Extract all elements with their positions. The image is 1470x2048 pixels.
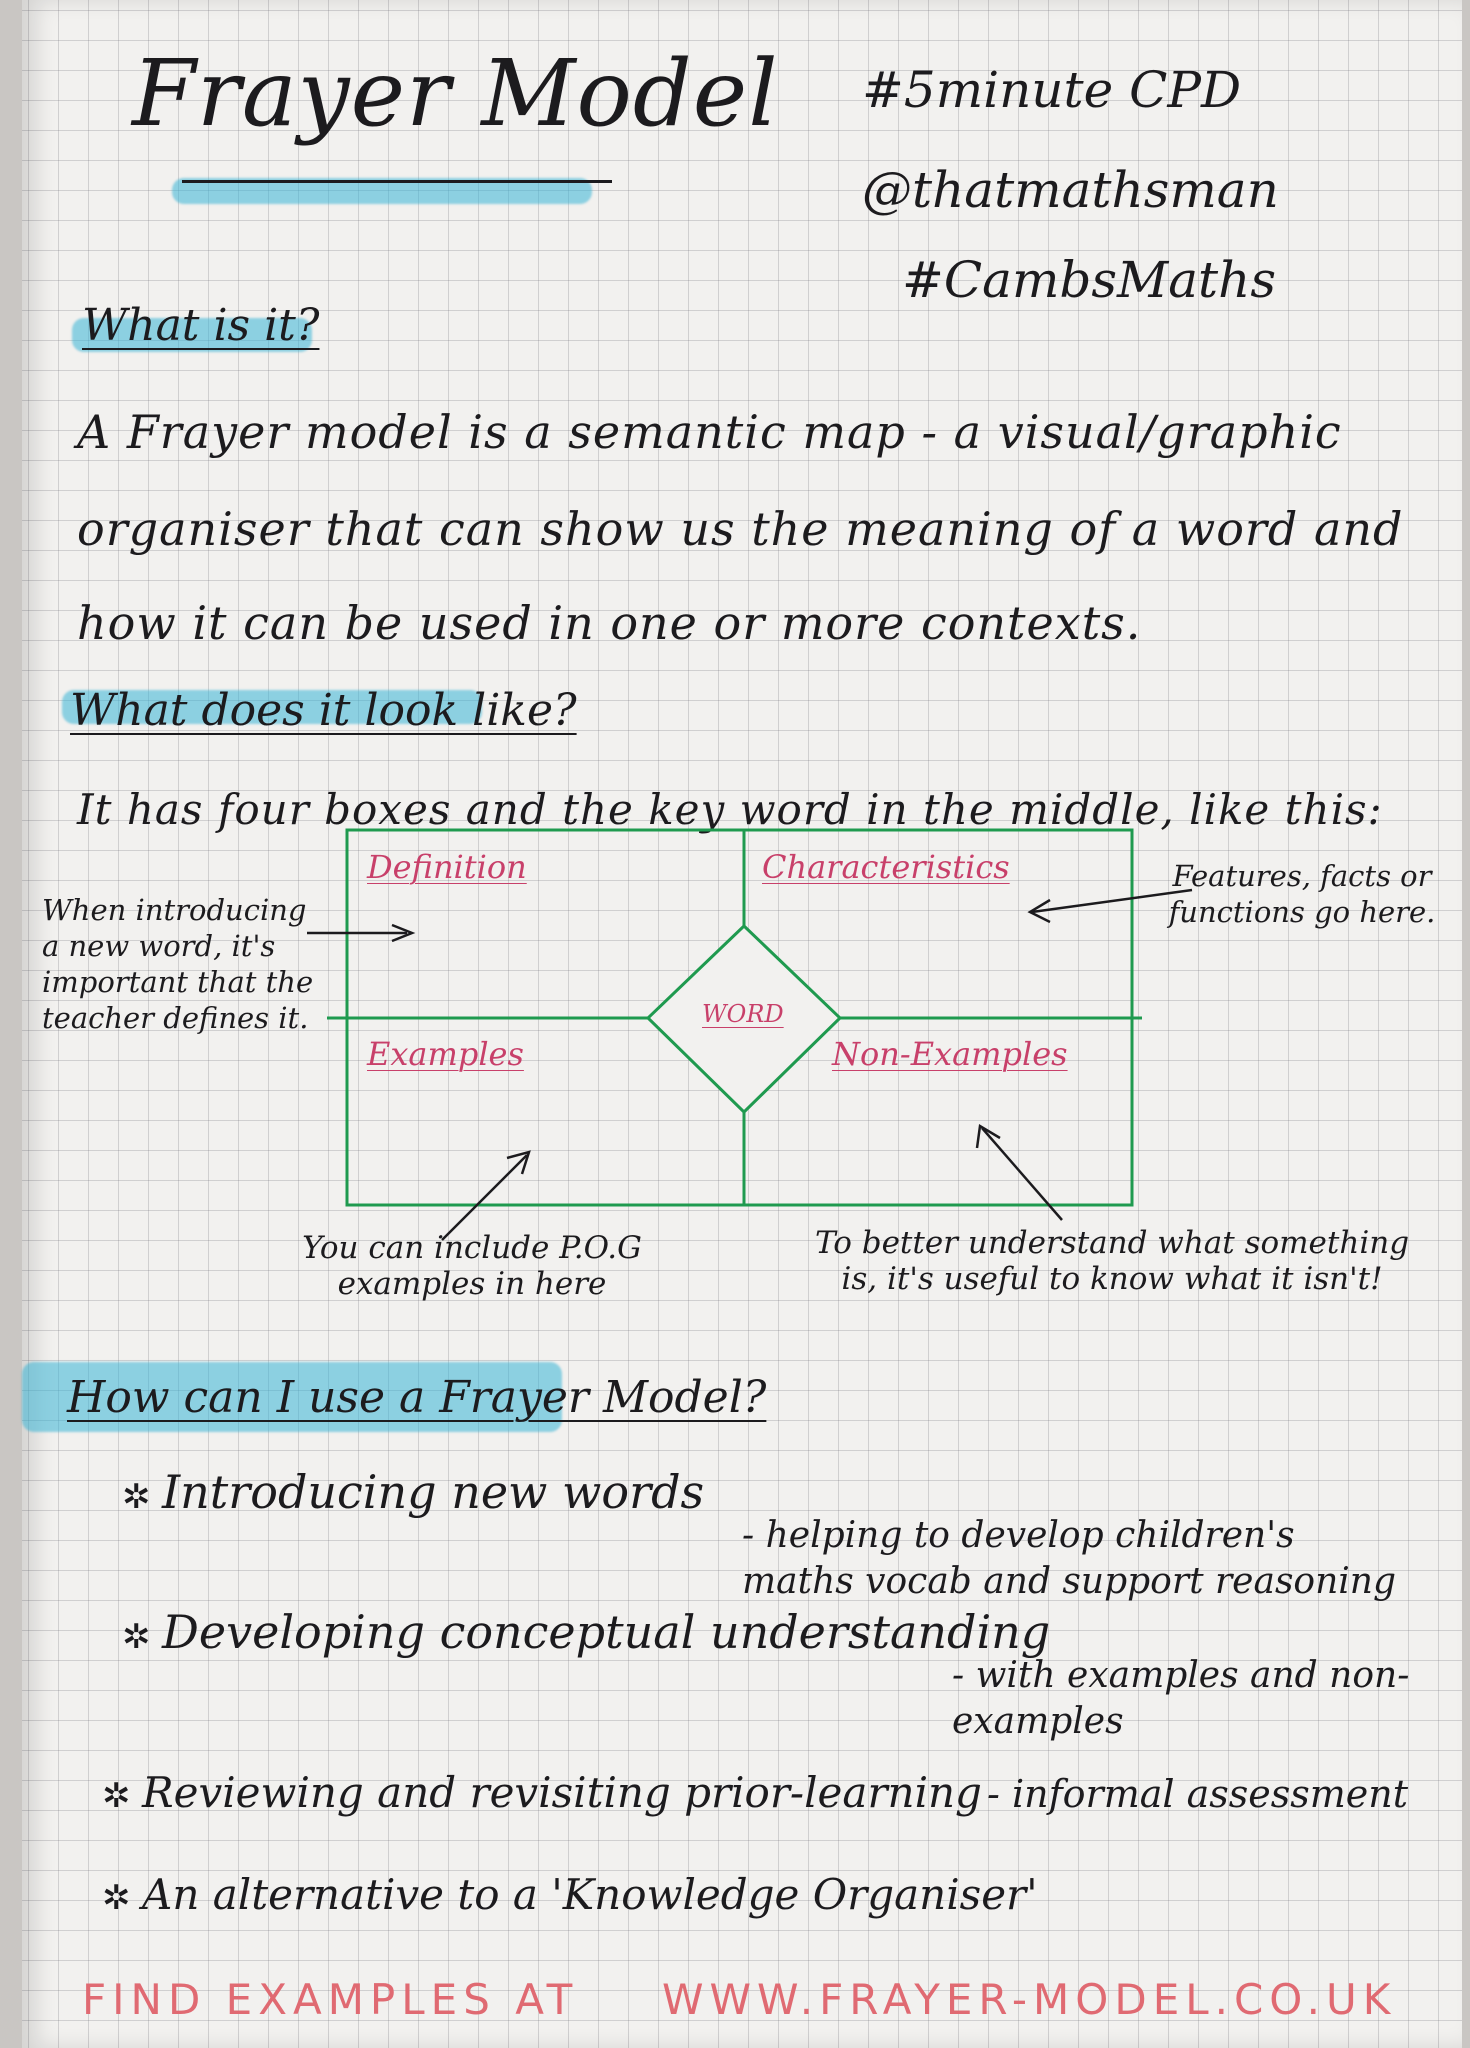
diagram-center-diamond xyxy=(645,923,843,1115)
look-like-intro: It has four boxes and the key word in th… xyxy=(77,785,1383,834)
use-item-3: ✲ Reviewing and revisiting prior-learning… xyxy=(102,1768,1442,1817)
footer-url[interactable]: WWW.FRAYER-MODEL.CO.UK xyxy=(662,1975,1397,2024)
definition-line-3: how it can be used in one or more contex… xyxy=(77,596,1142,650)
star-icon: ✲ xyxy=(122,1477,151,1517)
note-bottom-left: You can include P.O.G examples in here xyxy=(302,1230,642,1302)
use-main-3: Reviewing and revisiting prior-learning xyxy=(142,1768,982,1817)
heading-highlight-3 xyxy=(22,1362,562,1432)
arrow-right-head xyxy=(1027,898,1051,924)
quadrant-examples: Examples xyxy=(367,1035,524,1073)
star-icon: ✲ xyxy=(102,1776,131,1816)
tag-thatmathsman: @thatmathsman xyxy=(862,161,1279,219)
definition-line-1: A Frayer model is a semantic map - a vis… xyxy=(77,405,1342,459)
heading-how-use: How can I use a Frayer Model? xyxy=(67,1372,767,1423)
heading-highlight-1 xyxy=(72,318,312,352)
use-main-1: Introducing new words xyxy=(162,1465,705,1519)
arrow-bottom-left xyxy=(441,1154,528,1241)
use-item-4: ✲ An alternative to a 'Knowledge Organise… xyxy=(102,1870,1038,1919)
tag-cambsmaths: #CambsMaths xyxy=(902,251,1276,309)
footer-label: FIND EXAMPLES AT xyxy=(82,1975,579,2024)
use-item-1: ✲ Introducing new words - helping to deve… xyxy=(122,1465,1422,1605)
use-detail-3: - informal assessment xyxy=(987,1772,1409,1816)
quadrant-characteristics: Characteristics xyxy=(762,848,1010,886)
heading-look-like: What does it look like? xyxy=(70,685,577,736)
note-bottom-right: To better understand what something is, … xyxy=(814,1225,1410,1297)
quadrant-definition: Definition xyxy=(367,848,527,886)
definition-line-2: organiser that can show us the meaning o… xyxy=(77,502,1404,556)
frayer-diagram xyxy=(307,828,1193,1241)
note-right: Features, facts or functions go here. xyxy=(1168,859,1436,929)
arrow-bottom-left-head xyxy=(506,1150,531,1175)
use-main-4: An alternative to a 'Knowledge Organiser… xyxy=(142,1870,1038,1919)
arrow-bottom-right xyxy=(981,1127,1063,1221)
note-left: When introducing a new word, it's import… xyxy=(42,893,314,1035)
quadrant-non-examples: Non-Examples xyxy=(832,1035,1068,1073)
heading-highlight-2 xyxy=(62,690,482,724)
use-detail-1: - helping to develop children's maths vo… xyxy=(742,1515,1397,1602)
arrow-bottom-right-head xyxy=(975,1123,1001,1149)
center-word: WORD xyxy=(702,1000,784,1028)
tag-5minute-cpd: #5minute CPD xyxy=(862,61,1242,119)
arrow-right-note xyxy=(1031,888,1193,914)
use-main-2: Developing conceptual understanding xyxy=(162,1605,1051,1659)
heading-what-is-it: What is it? xyxy=(82,300,320,351)
use-detail-2: - with examples and non-examples xyxy=(952,1655,1410,1742)
star-icon: ✲ xyxy=(122,1617,151,1657)
arrow-left-head xyxy=(391,923,416,943)
title-underline xyxy=(182,180,612,183)
use-item-2: ✲ Developing conceptual understanding - w… xyxy=(122,1605,1422,1745)
notebook-page: Frayer Model #5minute CPD @thatmathsman … xyxy=(22,0,1462,2048)
star-icon: ✲ xyxy=(102,1878,131,1918)
page-title: Frayer Model xyxy=(132,40,779,147)
